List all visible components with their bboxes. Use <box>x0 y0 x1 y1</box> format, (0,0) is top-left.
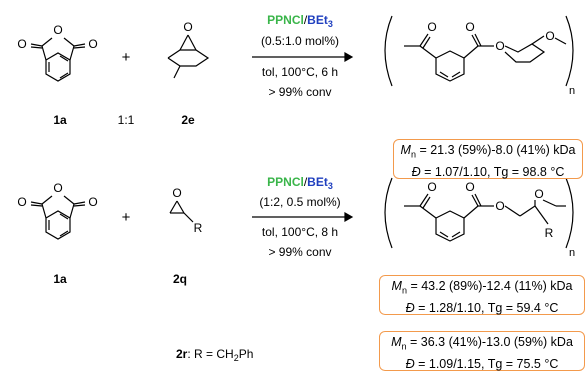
ratio-label: 1:1 <box>118 113 135 127</box>
plus-sign-1: + <box>122 49 131 66</box>
carbonyl-oxygen-right-1a-bottom: O <box>88 195 97 209</box>
epoxide-oxygen-2e: O <box>183 20 192 34</box>
ring-oxygen-1a-top: O <box>53 23 62 37</box>
label-2e: 2e <box>181 113 195 127</box>
properties-box-2r: Mn = 36.3 (41%)-13.0 (59%) kDa Đ = 1.09/… <box>379 331 585 371</box>
carbonyl-oxygen-left-1a-bottom: O <box>17 195 26 209</box>
polymer-product-2 <box>384 177 574 249</box>
epoxide-2q <box>169 200 194 223</box>
conditions-2: tol, 100°C, 8 h <box>262 225 338 239</box>
arrow-head-1 <box>344 51 354 63</box>
p1-carbonyl-oxygen-2: O <box>465 20 474 34</box>
catalyst-label-1: PPNCl/BEt3 <box>267 13 333 29</box>
p1-carbonyl-oxygen-1: O <box>427 20 436 34</box>
p2-carbonyl-oxygen-2: O <box>465 180 474 194</box>
p1-ester-oxygen: O <box>495 39 504 53</box>
p2-carbonyl-oxygen-1: O <box>427 180 436 194</box>
phthalic-anhydride-1a-bottom <box>30 195 86 240</box>
label-2q: 2q <box>173 272 187 286</box>
polymer-product-1 <box>384 15 574 87</box>
properties-box-2q: Mn = 43.2 (89%)-12.4 (11%) kDa Đ = 1.28/… <box>379 275 585 315</box>
r-group-2q: R <box>194 221 203 235</box>
p2-r-group: R <box>545 226 554 240</box>
variant-2r-label: 2r: R = CH2Ph <box>176 347 253 363</box>
epoxide-oxygen-2q: O <box>172 186 181 200</box>
carbonyl-oxygen-right-1a-top: O <box>88 37 97 51</box>
conversion-2: > 99% conv <box>268 245 331 259</box>
ring-oxygen-1a-bottom: O <box>53 181 62 195</box>
label-1a-bottom: 1a <box>53 272 67 286</box>
p2-ester-oxygen: O <box>495 199 504 213</box>
conversion-1: > 99% conv <box>268 85 331 99</box>
arrow-head-2 <box>344 211 354 223</box>
catalyst-loading-2: (1:2, 0.5 mol%) <box>259 195 340 209</box>
p2-ether-oxygen: O <box>534 187 543 201</box>
properties-box-2e: Mn = 21.3 (59%)-8.0 (41%) kDa Đ = 1.07/1… <box>393 139 583 179</box>
carbonyl-oxygen-left-1a-top: O <box>17 37 26 51</box>
cyclohexene-oxide-2e <box>167 34 210 79</box>
catalyst-loading-1: (0.5:1.0 mol%) <box>261 34 339 48</box>
phthalic-anhydride-1a-top <box>30 37 86 82</box>
p2-repeat-n: n <box>569 247 575 259</box>
p1-repeat-n: n <box>569 85 575 97</box>
plus-sign-2: + <box>122 209 131 226</box>
p1-ether-oxygen: O <box>545 29 554 43</box>
catalyst-label-2: PPNCl/BEt3 <box>267 175 333 191</box>
conditions-1: tol, 100°C, 6 h <box>262 65 338 79</box>
label-1a-top: 1a <box>53 113 67 127</box>
